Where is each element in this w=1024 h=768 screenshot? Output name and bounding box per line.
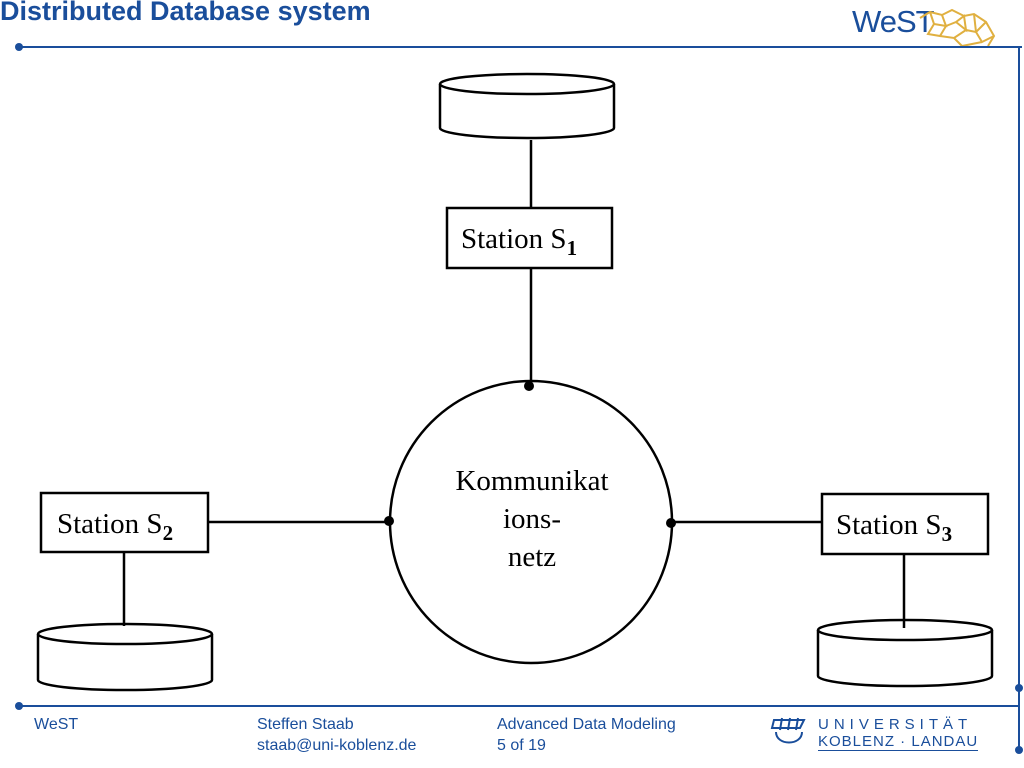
footer-org: WeST — [34, 716, 79, 733]
station-2-label: Station S2 — [57, 508, 173, 545]
right-rule — [1018, 46, 1020, 706]
station-2-box — [39, 491, 210, 554]
station-3-box — [820, 492, 990, 556]
junction-dot-left — [384, 516, 394, 526]
bottom-right-dot — [1015, 746, 1023, 754]
right-top-dot — [1015, 684, 1023, 692]
footer-page-number: 5 of 19 — [497, 737, 546, 754]
network-label-line-3: netz — [508, 541, 556, 573]
network-label-line-2: ions- — [503, 503, 561, 535]
top-rule — [20, 46, 1022, 48]
station-1-label: Station S1 — [461, 223, 577, 260]
university-line-2: KOBLENZ · LANDAU — [818, 733, 979, 751]
top-left-dot — [15, 43, 23, 51]
university-logo-icon — [770, 717, 806, 744]
footer-author: Steffen Staab — [257, 716, 354, 733]
footer-author-block: Steffen Staab staab@uni-koblenz.de — [257, 714, 416, 756]
bottom-left-dot — [15, 702, 23, 710]
university-name: UNIVERSITÄT KOBLENZ · LANDAU — [818, 716, 979, 751]
footer-course-block: Advanced Data Modeling 5 of 19 — [497, 714, 676, 756]
network-label-line-1: Kommunikat — [455, 465, 608, 497]
database-2-icon — [36, 622, 214, 692]
west-logo-text: WeST — [852, 4, 935, 39]
west-network-logo-icon — [919, 8, 996, 48]
station-3-label: Station S3 — [836, 509, 952, 546]
junction-dot-top — [524, 381, 534, 391]
distributed-db-diagram: Station S1 Station S2 Station S3 Kommuni… — [36, 72, 994, 692]
footer-email: staab@uni-koblenz.de — [257, 737, 417, 754]
junction-dot-right — [666, 518, 676, 528]
right-rule-lower — [1018, 706, 1020, 750]
slide-title: Distributed Database system — [0, 0, 371, 26]
database-1-icon — [438, 72, 616, 140]
university-line-1: UNIVERSITÄT — [818, 716, 973, 733]
footer-course: Advanced Data Modeling — [497, 716, 676, 733]
database-3-icon — [816, 618, 994, 688]
station-1-box — [445, 206, 614, 270]
bottom-rule — [20, 705, 1020, 707]
